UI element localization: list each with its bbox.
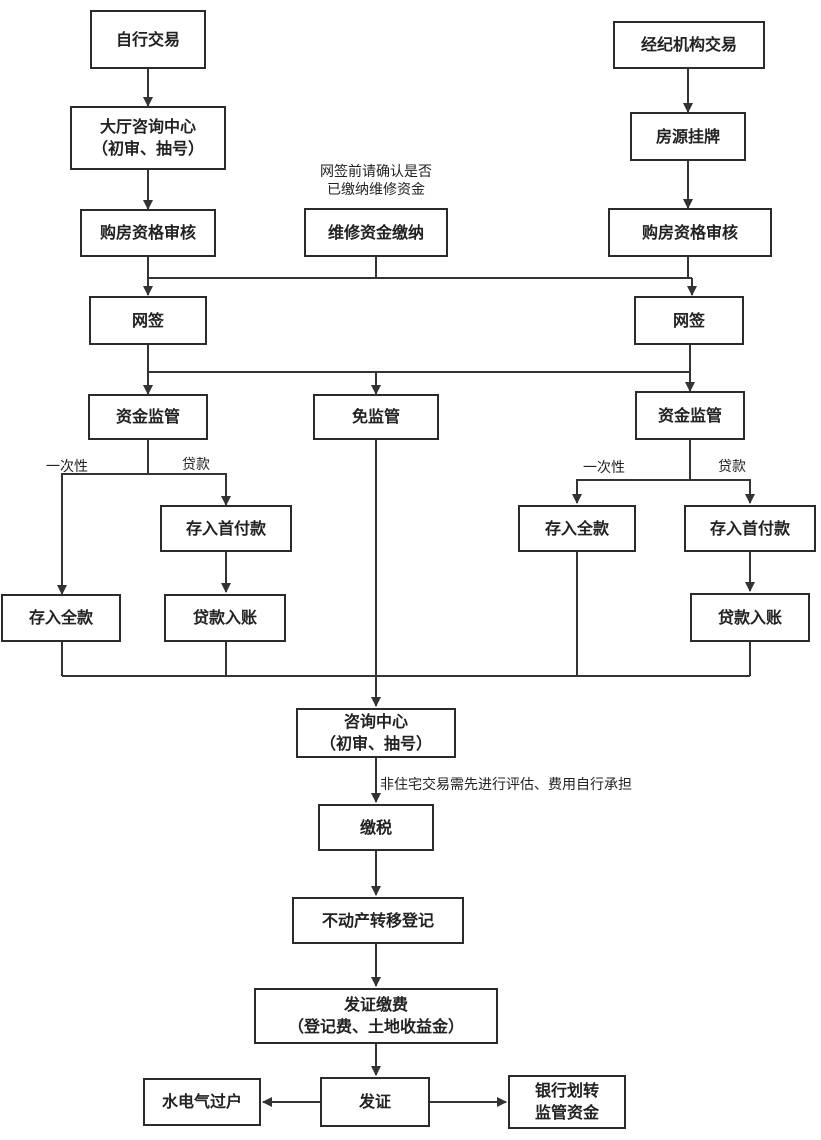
node-sublabel: 监管资金 (534, 1103, 599, 1122)
node-label: 存入首付款 (709, 518, 790, 538)
note-line: 已缴纳维修资金 (327, 182, 425, 198)
maintenance-note: 网签前请确认是否 已缴纳维修资金 (306, 163, 446, 199)
lump-sum-right-label: 一次性 (583, 460, 625, 476)
node-label: 自行交易 (115, 29, 180, 49)
node-label: 维修资金缴纳 (327, 222, 424, 242)
loan-credit-right-node: 贷款入账 (690, 593, 810, 642)
node-label: 网签 (131, 310, 164, 330)
certificate-fee-node: 发证缴费 （登记费、土地收益金） (254, 988, 498, 1044)
qualification-right-node: 购房资格审核 (608, 208, 772, 257)
node-sublabel: （初审、抽号） (91, 139, 204, 158)
tax-node: 缴税 (318, 804, 434, 851)
property-transfer-node: 不动产转移登记 (292, 897, 464, 944)
node-label: 存入全款 (28, 608, 93, 627)
node-label: 房源挂牌 (655, 126, 720, 146)
node-label: 缴税 (359, 817, 392, 837)
node-label: 存入全款 (544, 518, 609, 538)
consult-center-node: 咨询中心 （初审、抽号） (296, 708, 456, 758)
utilities-transfer-node: 水电气过户 (143, 1078, 261, 1126)
node-label: 资金监管 (115, 407, 180, 426)
node-label: 水电气过户 (161, 1092, 242, 1111)
node-label: 免监管 (351, 407, 400, 426)
net-sign-right-node: 网签 (634, 296, 744, 345)
self-trade-node: 自行交易 (90, 10, 206, 69)
node-label: 大厅咨询中心 (99, 117, 196, 136)
node-label: 发证 (358, 1092, 391, 1111)
node-label: 发证缴费 (343, 995, 408, 1014)
loan-right-label: 贷款 (718, 459, 746, 475)
node-label: 购房资格审核 (641, 222, 738, 242)
broker-trade-node: 经纪机构交易 (613, 21, 765, 69)
node-label: 贷款入账 (192, 608, 257, 627)
node-label: 不动产转移登记 (321, 910, 434, 930)
arrow-loan-left (148, 473, 231, 506)
no-escrow-node: 免监管 (313, 394, 439, 440)
node-label: 经纪机构交易 (640, 35, 737, 54)
full-payment-right-node: 存入全款 (518, 505, 636, 552)
node-label: 网签 (672, 310, 705, 330)
node-label: 资金监管 (657, 405, 722, 425)
note-line: 网签前请确认是否 (320, 164, 432, 180)
node-label: 贷款入账 (717, 607, 782, 627)
down-payment-right-node: 存入首付款 (684, 505, 816, 552)
arrow-lump-left (57, 473, 148, 595)
node-label: 咨询中心 (343, 712, 408, 731)
non-residential-note: 非住宅交易需先进行评估、费用自行承担 (380, 777, 632, 793)
node-label: 存入首付款 (185, 518, 266, 538)
listing-node: 房源挂牌 (630, 112, 746, 161)
certificate-node: 发证 (320, 1077, 430, 1127)
qualification-left-node: 购房资格审核 (80, 209, 216, 257)
loan-credit-left-node: 贷款入账 (164, 594, 286, 642)
full-payment-left-node: 存入全款 (1, 594, 121, 642)
bank-transfer-node: 银行划转 监管资金 (508, 1075, 626, 1129)
node-label: 购房资格审核 (99, 223, 196, 242)
node-sublabel: （初审、抽号） (319, 734, 432, 753)
node-label: 银行划转 (534, 1081, 599, 1100)
arrow-lump-right (572, 479, 690, 504)
node-sublabel: （登记费、土地收益金） (287, 1017, 464, 1036)
escrow-left-node: 资金监管 (88, 394, 208, 440)
net-sign-left-node: 网签 (89, 296, 207, 345)
down-payment-left-node: 存入首付款 (160, 505, 292, 552)
escrow-right-node: 资金监管 (635, 391, 745, 440)
hall-consult-node: 大厅咨询中心 （初审、抽号） (70, 106, 226, 170)
arrow-loan-right (690, 479, 755, 504)
lump-sum-left-label: 一次性 (46, 459, 88, 475)
maintenance-fund-node: 维修资金缴纳 (304, 208, 448, 257)
loan-left-label: 贷款 (182, 457, 210, 473)
